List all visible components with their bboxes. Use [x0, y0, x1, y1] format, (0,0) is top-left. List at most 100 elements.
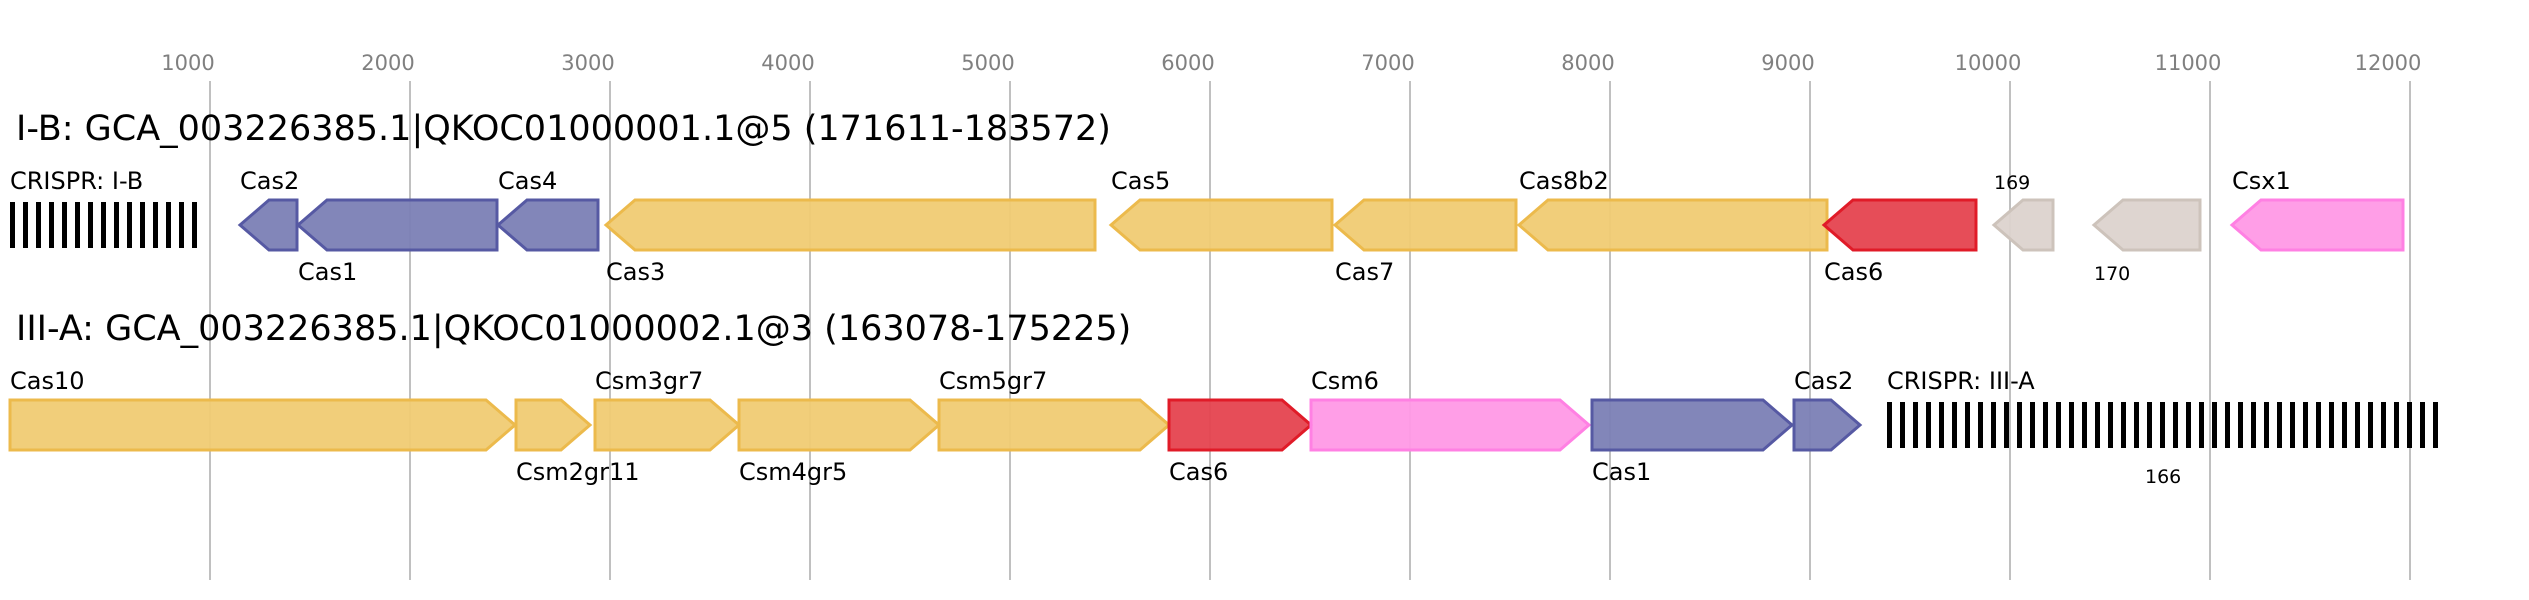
crispr-repeat: [1939, 402, 1944, 448]
gene-label: 169: [1994, 172, 2030, 194]
crispr-repeat: [2225, 402, 2230, 448]
gene-cas5[interactable]: Cas5: [1108, 167, 1334, 252]
crispr-repeat: [179, 202, 184, 248]
gene-label: Cas2: [240, 167, 299, 195]
tick-label: 6000: [1161, 51, 1214, 75]
gene-label: Cas4: [498, 167, 557, 195]
gene-arrow: [237, 198, 299, 252]
gene-csm3gr7[interactable]: Csm3gr7: [593, 367, 742, 452]
gene-csm5gr7[interactable]: Csm5gr7: [937, 367, 1172, 452]
crispr-repeat: [75, 202, 80, 248]
crispr-repeat: [114, 202, 119, 248]
crispr-repeat: [2420, 402, 2425, 448]
gene-label: Csx1: [2232, 167, 2291, 195]
gene-cas1[interactable]: Cas1: [295, 198, 499, 286]
gene-label: Cas8b2: [1519, 167, 1609, 195]
gene-label: Cas7: [1335, 258, 1394, 286]
gene-cas2[interactable]: Cas2: [1792, 367, 1863, 452]
gene-cas2[interactable]: Cas2: [237, 167, 299, 252]
crispr-repeat: [2160, 402, 2165, 448]
crispr-repeat: [1965, 402, 1970, 448]
crispr-repeat: [2316, 402, 2321, 448]
crispr-repeat: [2069, 402, 2074, 448]
crispr-repeat: [2433, 402, 2438, 448]
crispr-repeat: [2173, 402, 2178, 448]
gene-arrow: [1332, 198, 1518, 252]
crispr-repeat: [2043, 402, 2048, 448]
gene-crispr-i-b[interactable]: CRISPR: I-B: [10, 167, 197, 248]
crispr-repeat: [153, 202, 158, 248]
crispr-repeat: [140, 202, 145, 248]
gene-cas7[interactable]: Cas7: [1332, 198, 1518, 286]
gene-label: CRISPR: III-A: [1887, 367, 2035, 395]
crispr-repeat: [2095, 402, 2100, 448]
crispr-repeat: [2355, 402, 2360, 448]
gene-170[interactable]: 170: [2091, 198, 2202, 285]
gene-cas4[interactable]: Cas4: [495, 167, 600, 252]
crispr-repeat: [1900, 402, 1905, 448]
tick-label: 2000: [361, 51, 414, 75]
crispr-repeat: [166, 202, 171, 248]
gene-169[interactable]: 169: [1991, 172, 2055, 252]
tick-label: 3000: [561, 51, 614, 75]
crispr-repeat: [2368, 402, 2373, 448]
crispr-repeat: [36, 202, 41, 248]
crispr-repeat: [2303, 402, 2308, 448]
crispr-repeat: [1913, 402, 1918, 448]
crispr-repeat: [2147, 402, 2152, 448]
locus-title-iiia: III-A: GCA_003226385.1|QKOC01000002.1@3 …: [16, 309, 1131, 349]
gene-cas3[interactable]: Cas3: [603, 198, 1097, 286]
gene-csm6[interactable]: Csm6: [1309, 367, 1592, 452]
gene-cas6[interactable]: Cas6: [1167, 398, 1314, 486]
gene-csm2gr11[interactable]: Csm2gr11: [514, 398, 640, 486]
gene-arrow: [295, 198, 499, 252]
crispr-repeat: [62, 202, 67, 248]
gene-label: Csm5gr7: [939, 367, 1047, 395]
gene-label: CRISPR: I-B: [10, 167, 143, 195]
gene-cas1[interactable]: Cas1: [1590, 398, 1795, 486]
gene-label: Cas5: [1111, 167, 1170, 195]
gene-arrow: [8, 398, 518, 452]
tick-label: 1000: [161, 51, 214, 75]
crispr-repeat: [49, 202, 54, 248]
gene-arrow: [1590, 398, 1795, 452]
tick-label: 7000: [1361, 51, 1414, 75]
gene-csx1[interactable]: Csx1: [2229, 167, 2405, 252]
crispr-repeat: [10, 202, 15, 248]
gene-arrow: [737, 398, 942, 452]
gene-cas8b2[interactable]: Cas8b2: [1516, 167, 1829, 252]
gene-label: Cas10: [10, 367, 85, 395]
gene-cas6[interactable]: Cas6: [1821, 198, 1978, 286]
tick-label: 11000: [2155, 51, 2222, 75]
crispr-repeat: [88, 202, 93, 248]
tick-label: 4000: [761, 51, 814, 75]
gene-label: Cas1: [298, 258, 357, 286]
crispr-repeat: [2394, 402, 2399, 448]
gene-arrow: [1516, 198, 1829, 252]
tick-label: 5000: [961, 51, 1014, 75]
gene-arrow: [937, 398, 1172, 452]
crispr-repeat: [2017, 402, 2022, 448]
gene-label: Cas6: [1824, 258, 1883, 286]
gene-label: Cas3: [606, 258, 665, 286]
crispr-repeat: [2056, 402, 2061, 448]
gene-arrow: [603, 198, 1097, 252]
gene-label: Cas6: [1169, 458, 1228, 486]
gene-arrow: [1167, 398, 1314, 452]
gene-label: Csm3gr7: [595, 367, 703, 395]
gene-arrow: [2229, 198, 2405, 252]
gene-label: Csm4gr5: [739, 458, 847, 486]
tick-label: 8000: [1561, 51, 1614, 75]
crispr-repeat: [2264, 402, 2269, 448]
crispr-repeat: [2121, 402, 2126, 448]
tick-label: 10000: [1955, 51, 2022, 75]
gene-arrow: [1792, 398, 1863, 452]
gene-cas10[interactable]: Cas10: [8, 367, 518, 452]
crispr-repeat: [2277, 402, 2282, 448]
gene-csm4gr5[interactable]: Csm4gr5: [737, 398, 942, 486]
gene-label: Csm6: [1311, 367, 1379, 395]
